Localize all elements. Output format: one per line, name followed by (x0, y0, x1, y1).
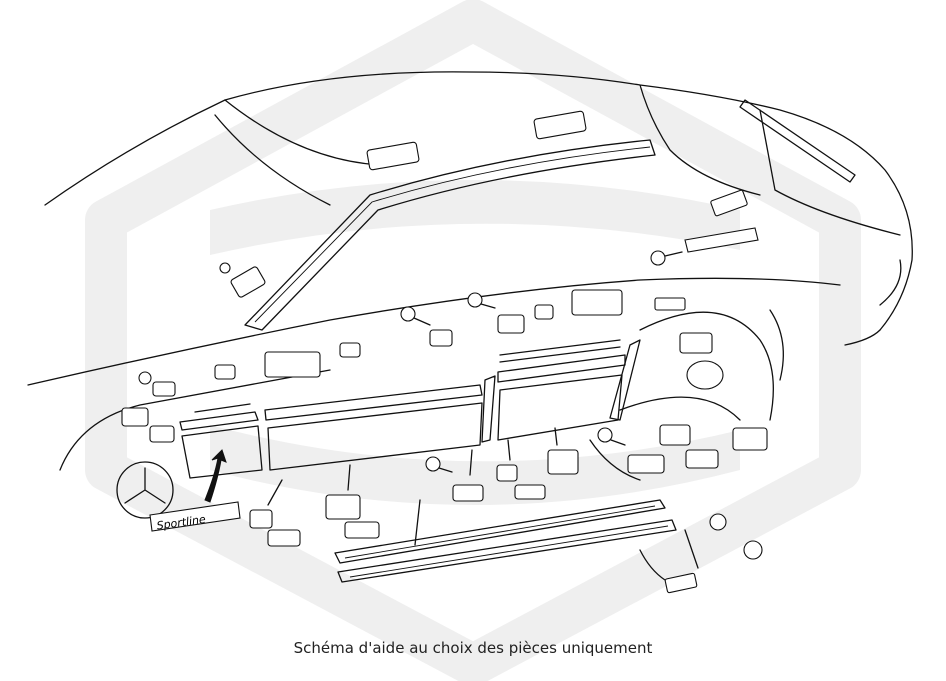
leader-arrows (204, 427, 699, 581)
rear-window-strip (739, 99, 856, 183)
window-frame (244, 139, 656, 443)
front-wheel-hubcap (116, 461, 174, 519)
sportline-badge (149, 501, 241, 532)
door-side-moldings (179, 339, 626, 479)
rear-wheel-arch (619, 311, 774, 421)
rocker-panel-moldings (334, 499, 677, 583)
car-body-outline (27, 71, 913, 471)
clip-parts (121, 110, 768, 594)
screws (138, 250, 763, 560)
diagram-caption: Schéma d'aide au choix des pièces unique… (293, 639, 653, 657)
